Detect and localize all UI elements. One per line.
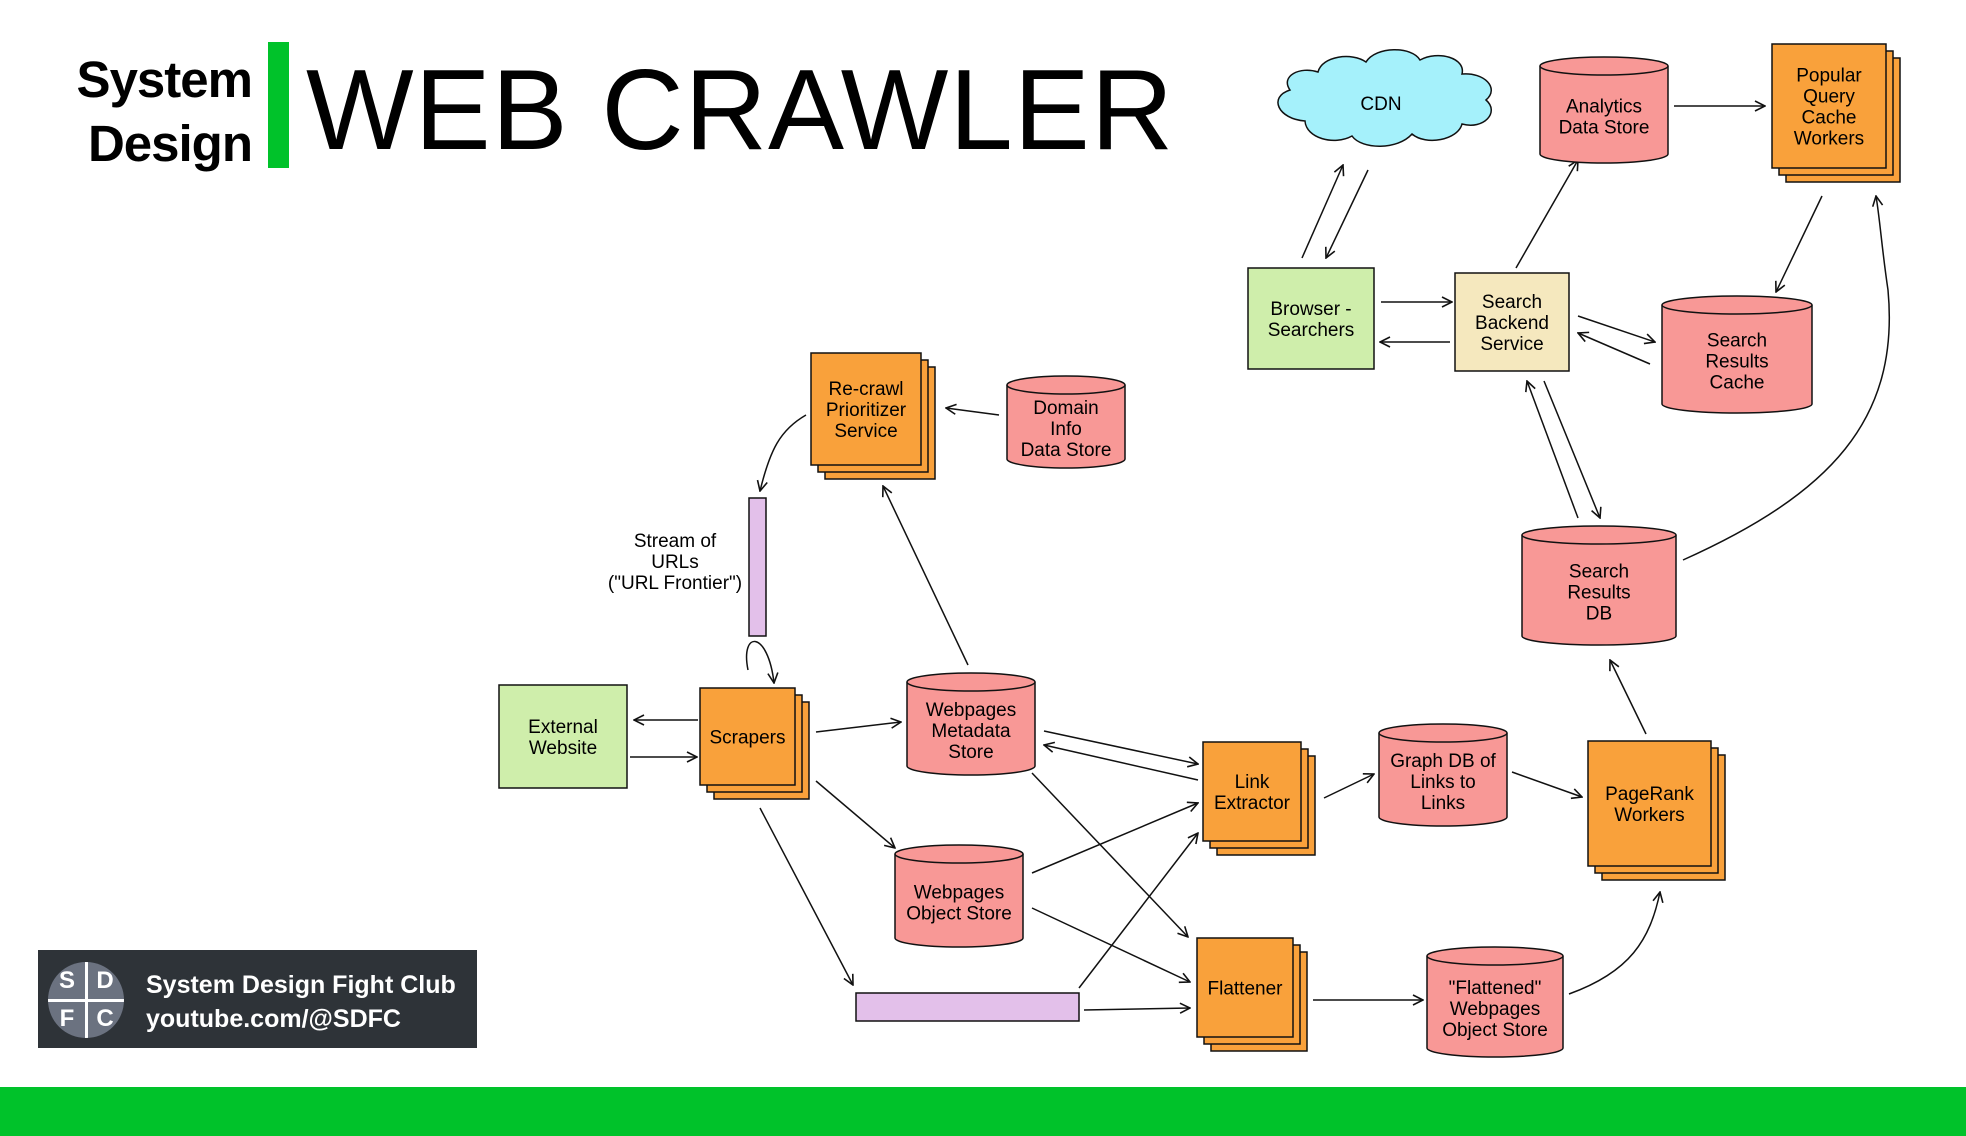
arrow-cdn-to-browser: [1326, 169, 1369, 258]
arrow-layer: [630, 106, 1890, 1010]
arrow-scrapers-to-metadata: [815, 722, 901, 733]
arrow-results-db-to-backend: [1527, 381, 1579, 519]
brand-line-2: Design: [87, 115, 253, 172]
brand-divider: [268, 42, 289, 168]
browser-searchers[interactable]: Browser -Searchers: [1247, 267, 1375, 370]
arrow-scrapers-to-flattened-queue: [759, 807, 853, 985]
channel-info: System Design Fight Club youtube.com/@SD…: [146, 968, 456, 1036]
logo-letter-s: S: [58, 967, 75, 994]
channel-url[interactable]: youtube.com/@SDFC: [146, 1005, 401, 1033]
arrow-recrawl-to-url-frontier: [760, 414, 807, 491]
scrapers-label: Scrapers: [709, 728, 785, 749]
arrow-backend-to-analytics: [1515, 160, 1578, 269]
arrow-link-extractor-to-metadata: [1044, 745, 1199, 781]
arrow-object-store-to-flattener: [1031, 907, 1190, 982]
channel-name: System Design Fight Club: [146, 971, 456, 999]
arrow-object-store-to-link-extractor: [1031, 803, 1198, 874]
arrow-browser-to-cdn: [1301, 165, 1343, 259]
arrow-link-extractor-to-graph-db: [1323, 774, 1374, 799]
page-title: WEB CRAWLER: [306, 47, 1175, 174]
arrow-pagerank-to-results-db: [1610, 660, 1647, 735]
arrow-url-frontier-to-scrapers: [745, 640, 774, 683]
browser-searchers-label: Browser -Searchers: [1268, 299, 1355, 341]
arrow-scrapers-to-object-store: [815, 780, 895, 848]
arrow-results-db-to-query-cache: [1682, 196, 1890, 561]
brand-line-1: System: [76, 51, 253, 108]
flattener-label: Flattener: [1208, 979, 1284, 1000]
sdfc-logo: S D F C: [48, 962, 124, 1038]
scrapers[interactable]: Scrapers: [699, 687, 810, 800]
arrow-flattened-queue-to-link-extractor: [1078, 833, 1198, 989]
logo-letter-f: F: [59, 1005, 75, 1032]
arrow-backend-to-results-db: [1543, 380, 1600, 518]
flattened-content-queue[interactable]: [855, 992, 1080, 1022]
flattener[interactable]: Flattener: [1196, 937, 1308, 1052]
arrow-metadata-to-flattener: [1031, 772, 1188, 937]
channel-badge[interactable]: S D F C System Design Fight Club youtube…: [38, 950, 477, 1048]
arrow-results-cache-to-backend: [1578, 333, 1651, 365]
arrow-query-cache-to-results-cache: [1776, 195, 1823, 292]
arrow-domain-info-to-recrawl: [946, 408, 1000, 416]
brand-logo: System Design: [42, 48, 253, 176]
logo-letter-d: D: [96, 967, 114, 994]
logo-letter-c: C: [96, 1005, 114, 1032]
url-frontier-queue[interactable]: [748, 497, 767, 637]
logo-divider-horizontal: [48, 999, 124, 1002]
arrow-backend-to-results-cache: [1577, 315, 1655, 342]
arrow-flattened-store-to-pagerank: [1568, 892, 1660, 995]
footer-bar: [0, 1087, 1966, 1136]
arrow-flattened-queue-to-flattener: [1083, 1008, 1190, 1010]
arrow-graph-db-to-pagerank: [1511, 771, 1582, 797]
arrow-metadata-to-recrawl: [883, 486, 969, 666]
cdn-cloud[interactable]: CDN: [1277, 49, 1492, 147]
arrow-metadata-to-link-extractor: [1043, 730, 1198, 764]
cdn-cloud-label: CDN: [1360, 94, 1401, 115]
